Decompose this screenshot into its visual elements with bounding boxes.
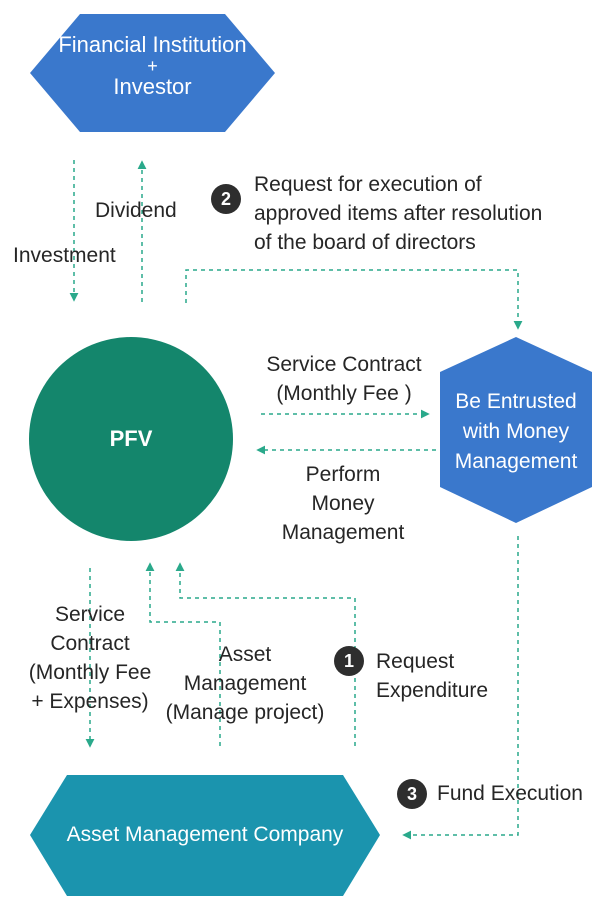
service-contract-left-line3: (Monthly Fee [28, 661, 152, 684]
request-expenditure-line2: Expenditure [376, 679, 489, 702]
investor-line2: + [147, 56, 158, 76]
asset-management-line1: Asset [218, 643, 272, 666]
request-execution-label: Request for execution of approved items … [254, 170, 542, 257]
perform-line2: Money [311, 492, 375, 515]
asset-management-label: Asset Management (Manage project) [160, 640, 330, 727]
amc-hexagon [30, 775, 380, 896]
investment-label: Investment [13, 244, 116, 267]
dividend-label: Dividend [95, 199, 177, 222]
service-contract-right-line1: Service Contract [266, 353, 422, 376]
investor-line1: Financial Institution [58, 32, 247, 57]
service-contract-left-line2: Contract [50, 632, 130, 655]
step-2-badge: 2 [211, 184, 241, 214]
step-1-badge: 1 [334, 646, 364, 676]
fund-execution-label: Fund Execution [437, 782, 583, 805]
pfv-circle [29, 337, 233, 541]
asset-management-line3: (Manage project) [165, 701, 325, 724]
request-expenditure-label: Request Expenditure [376, 647, 488, 705]
step-3-badge: 3 [397, 779, 427, 809]
service-contract-right-line2: (Monthly Fee ) [276, 382, 412, 405]
request-execution-line3: of the board of directors [254, 231, 476, 254]
pfv-label: PFV [109, 426, 153, 451]
money-manager-line3: Management [454, 450, 578, 473]
service-contract-left-line4: + Expenses) [31, 690, 149, 713]
fund-execution-arrow [402, 536, 519, 840]
request-execution-line1: Request for execution of [254, 173, 482, 196]
money-manager-label: Be Entrusted with Money Management [440, 387, 592, 477]
asset-management-line2: Management [183, 672, 307, 695]
perform-line3: Management [281, 521, 405, 544]
perform-line1: Perform [305, 463, 381, 486]
request-expenditure-line1: Request [376, 650, 455, 673]
money-manager-line2: with Money [462, 420, 570, 443]
investor-label: Financial Institution + Investor [30, 33, 275, 99]
request-execution-arrow [185, 269, 523, 330]
service-contract-left-label: Service Contract (Monthly Fee + Expenses… [18, 600, 162, 716]
investor-line3: Investor [113, 74, 192, 99]
amc-label: Asset Management Company [66, 823, 344, 846]
money-manager-hexagon [440, 337, 592, 523]
investor-hexagon [30, 14, 275, 132]
service-contract-right-label: Service Contract (Monthly Fee ) [244, 350, 444, 408]
request-execution-line2: approved items after resolution [254, 202, 543, 225]
service-contract-left-line1: Service [54, 603, 126, 626]
money-manager-line1: Be Entrusted [455, 390, 577, 413]
perform-label: Perform Money Management [243, 460, 443, 547]
